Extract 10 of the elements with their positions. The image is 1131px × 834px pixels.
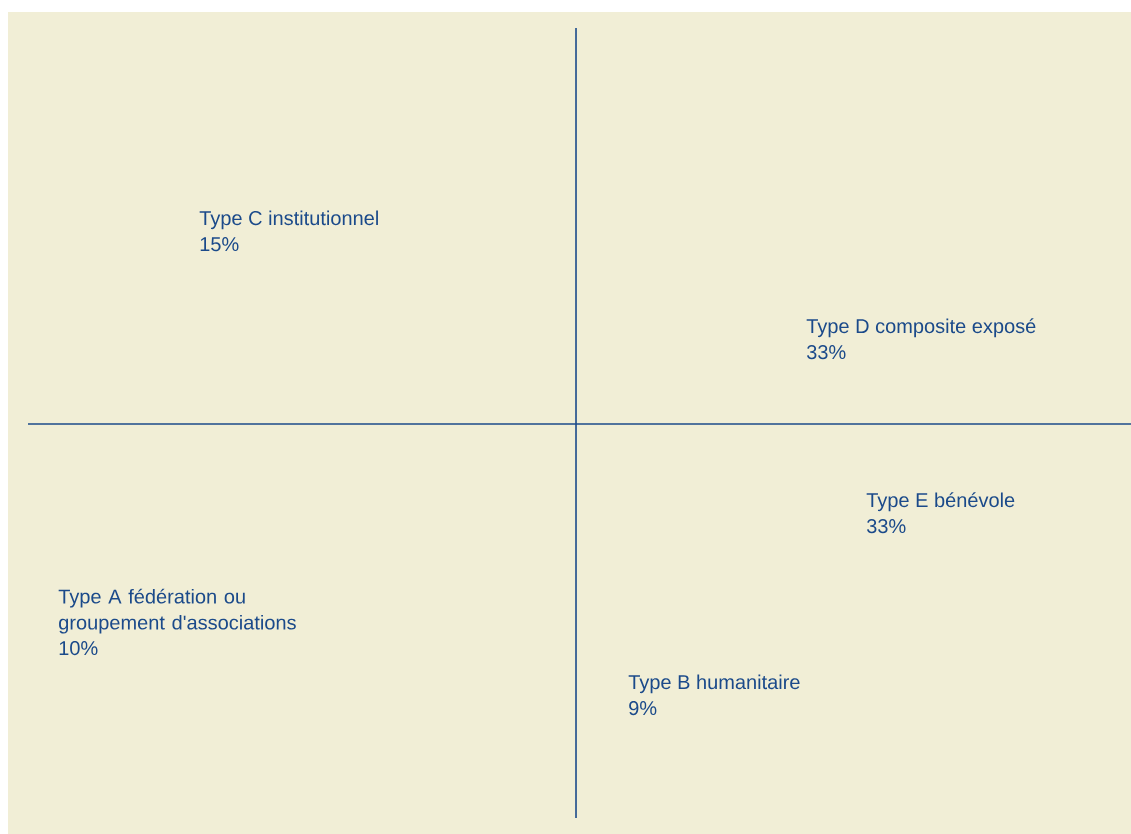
percentage-label: 15% <box>200 237 239 252</box>
category-label: Type B humanitaire <box>628 674 800 694</box>
category-label: Type E bénévole <box>866 492 1015 512</box>
percentage-label: 9% <box>629 701 657 716</box>
category-label: Type D composite exposé <box>806 318 1036 338</box>
percentage-label: 33% <box>807 345 846 360</box>
category-label: Type C institutionnel <box>199 210 378 230</box>
percentage-label: 33% <box>867 519 906 534</box>
percentage-label: 10% <box>59 641 98 656</box>
category-label: Type A fédération ou groupement d'associations <box>58 588 296 634</box>
